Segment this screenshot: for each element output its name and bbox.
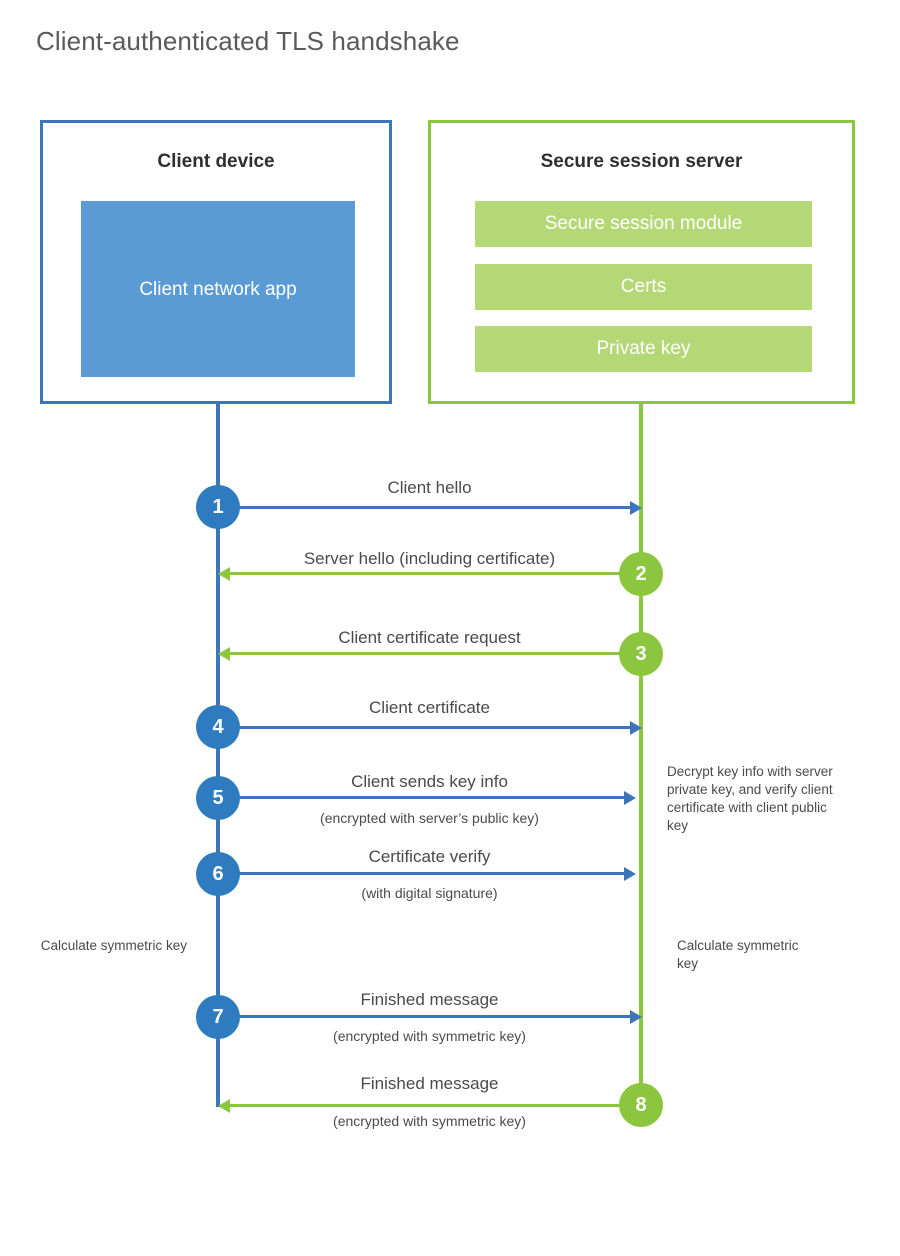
server-module-certs: Certs xyxy=(475,264,812,310)
step-badge-6[interactable]: 6 xyxy=(196,852,240,896)
arrow-head-left-icon xyxy=(218,566,230,581)
client-network-app-block: Client network app xyxy=(81,201,355,377)
step-8-sublabel: (encrypted with symmetric key) xyxy=(333,1113,526,1129)
step-2-label: Server hello (including certificate) xyxy=(303,549,556,568)
step-5-arrow xyxy=(218,790,636,805)
arrow-head-left-icon xyxy=(218,646,230,661)
step-badge-2[interactable]: 2 xyxy=(619,552,663,596)
step-2-arrow xyxy=(218,566,641,581)
step-badge-8[interactable]: 8 xyxy=(619,1083,663,1127)
step-7-arrow xyxy=(218,1009,642,1024)
client-calculate-symmetric-key-annotation: Calculate symmetric key xyxy=(40,938,187,953)
arrow-head-right-icon xyxy=(630,1009,642,1024)
step-6-sublabel: (with digital signature) xyxy=(361,885,498,901)
step-badge-5[interactable]: 5 xyxy=(196,776,240,820)
step-3-label: Client certificate request xyxy=(338,628,521,647)
step-5-sublabel: (encrypted with server’s public key) xyxy=(320,810,539,826)
step-5-label: Client sends key info xyxy=(351,772,508,791)
step-8-arrow xyxy=(218,1098,641,1113)
arrow-head-right-icon xyxy=(624,790,636,805)
step-badge-1[interactable]: 1 xyxy=(196,485,240,529)
step-1-label: Client hello xyxy=(387,478,472,497)
arrow-head-left-icon xyxy=(218,1098,230,1113)
step-6-label: Certificate verify xyxy=(368,847,491,866)
client-device-title: Client device xyxy=(157,151,275,172)
step-7-sublabel: (encrypted with symmetric key) xyxy=(333,1028,526,1044)
client-device-box: Client device Client network app xyxy=(40,120,392,404)
step-badge-4[interactable]: 4 xyxy=(196,705,240,749)
server-decrypt-annotation: Decrypt key info with server private key… xyxy=(667,764,833,833)
server-lifeline xyxy=(639,404,643,1107)
step-4-label: Client certificate xyxy=(369,698,490,717)
server-module-secure-session-module: Secure session module xyxy=(475,201,812,247)
server-calculate-symmetric-key-annotation: Calculate symmetric key xyxy=(677,938,799,971)
secure-session-server-title: Secure session server xyxy=(540,151,743,172)
step-8-label: Finished message xyxy=(360,1074,499,1093)
page-title: Client-authenticated TLS handshake xyxy=(36,26,460,56)
step-6-arrow xyxy=(218,866,636,881)
step-badge-7[interactable]: 7 xyxy=(196,995,240,1039)
arrow-head-right-icon xyxy=(630,720,642,735)
server-module-private-key: Private key xyxy=(475,326,812,372)
step-badge-3[interactable]: 3 xyxy=(619,632,663,676)
step-3-arrow xyxy=(218,646,641,661)
step-1-arrow xyxy=(218,500,642,515)
arrow-head-right-icon xyxy=(630,500,642,515)
client-lifeline xyxy=(216,404,220,1107)
secure-session-server-box: Secure session server Secure session mod… xyxy=(428,120,855,404)
arrow-head-right-icon xyxy=(624,866,636,881)
step-7-label: Finished message xyxy=(360,990,499,1009)
step-4-arrow xyxy=(218,720,642,735)
